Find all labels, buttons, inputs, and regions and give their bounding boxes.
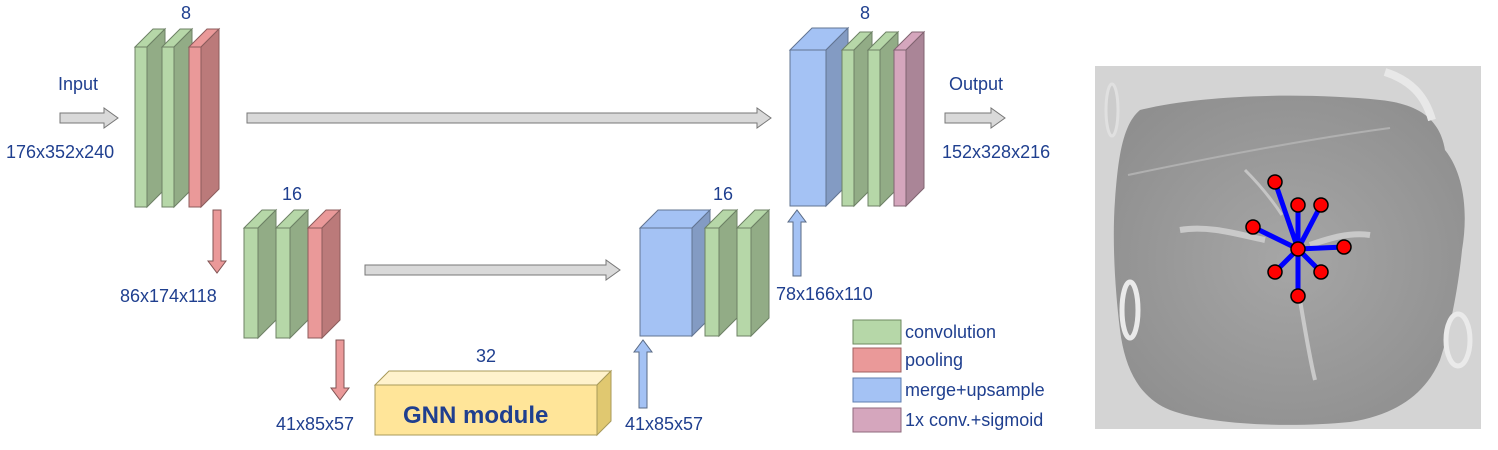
legend-swatch-sigmoid bbox=[852, 407, 902, 433]
skip-arrow-level2 bbox=[364, 259, 621, 281]
down1-size-label: 86x174x118 bbox=[120, 286, 217, 306]
fissure-line bbox=[1127, 127, 1391, 176]
enc1-pool-side bbox=[200, 27, 220, 209]
legend-swatch-pooling bbox=[852, 347, 902, 373]
dec1-merge bbox=[788, 26, 850, 208]
input-size-label: 176x352x240 bbox=[6, 142, 114, 162]
skip-arrow-level1 bbox=[246, 107, 772, 129]
rib-left bbox=[1119, 279, 1141, 341]
enc2-channels-label: 16 bbox=[282, 184, 302, 204]
graph-node bbox=[1336, 239, 1352, 255]
dec2-conv-2 bbox=[735, 208, 771, 338]
graph-node bbox=[1267, 264, 1283, 280]
down-arrow-1 bbox=[207, 209, 227, 274]
enc2-conv-1-side bbox=[257, 208, 277, 340]
graph-edge bbox=[1295, 203, 1324, 251]
ct-scan-image bbox=[1095, 66, 1481, 429]
dec1-sigmoid-side bbox=[905, 30, 925, 208]
vessel-1 bbox=[1179, 225, 1266, 243]
gnn-channels-label: 32 bbox=[476, 346, 496, 366]
dec1-channels-label: 8 bbox=[860, 3, 870, 23]
graph-overlay bbox=[1245, 174, 1352, 304]
graph-node bbox=[1313, 264, 1329, 280]
enc2-pool bbox=[306, 208, 342, 340]
dec2-conv-2-side bbox=[750, 208, 770, 338]
dec2-conv-2-front bbox=[736, 227, 752, 337]
up1-size-label: 41x85x57 bbox=[625, 414, 703, 434]
output-size-label: 152x328x216 bbox=[942, 142, 1050, 162]
enc1-conv-1 bbox=[133, 27, 167, 209]
up-arrow-2 bbox=[787, 209, 807, 277]
enc2-pool-front bbox=[307, 227, 323, 339]
graph-node bbox=[1313, 197, 1329, 213]
dec2-conv-1-front bbox=[704, 227, 720, 337]
graph-edge bbox=[1251, 224, 1300, 252]
graph-node bbox=[1290, 288, 1306, 304]
legend-label-pooling: pooling bbox=[905, 350, 963, 370]
output-arrow bbox=[944, 107, 1006, 129]
input-label: Input bbox=[58, 74, 98, 94]
dec2-conv-1-side bbox=[718, 208, 738, 338]
input-arrow bbox=[59, 107, 119, 129]
output-label: Output bbox=[949, 74, 1003, 94]
gnn-module-block bbox=[373, 369, 613, 437]
down-arrow-2 bbox=[330, 339, 350, 401]
graph-center-node bbox=[1290, 241, 1306, 257]
enc2-conv-1-front bbox=[243, 227, 259, 339]
gnn-front bbox=[374, 384, 598, 436]
vessel-2 bbox=[1309, 231, 1371, 248]
enc1-conv-2-front bbox=[161, 46, 175, 208]
dec2-conv-1 bbox=[703, 208, 739, 338]
blocks-layer bbox=[133, 26, 926, 340]
enc2-conv-2-front bbox=[275, 227, 291, 339]
legend-swatch-merge-upsample bbox=[852, 377, 902, 403]
enc1-pool-front bbox=[188, 46, 202, 208]
graph-node bbox=[1267, 174, 1283, 190]
legend-label-sigmoid: 1x conv.+sigmoid bbox=[905, 410, 1043, 430]
graph-edge bbox=[1272, 181, 1301, 250]
dec1-conv-2-front bbox=[867, 49, 881, 207]
dec2-merge-front bbox=[639, 227, 693, 337]
dec1-sigmoid-front bbox=[893, 49, 907, 207]
legend: convolution pooling merge+upsample 1x co… bbox=[852, 319, 1045, 433]
dec1-sigmoid bbox=[892, 30, 926, 208]
dec1-merge-front bbox=[789, 49, 827, 207]
graph-node bbox=[1290, 197, 1306, 213]
vessel-4 bbox=[1243, 168, 1284, 216]
down2-size-label: 41x85x57 bbox=[276, 414, 354, 434]
enc2-pool-side bbox=[321, 208, 341, 340]
legend-label-convolution: convolution bbox=[905, 322, 996, 342]
enc1-conv-1-front bbox=[134, 46, 148, 208]
enc2-conv-2 bbox=[274, 208, 310, 340]
dec2-channels-label: 16 bbox=[713, 184, 733, 204]
dec1-conv-1-front bbox=[841, 49, 855, 207]
vessel-3 bbox=[1298, 299, 1317, 381]
enc1-pool bbox=[187, 27, 221, 209]
dec2-merge bbox=[638, 208, 712, 338]
legend-swatch-convolution bbox=[852, 319, 902, 345]
enc1-channels-label: 8 bbox=[181, 3, 191, 23]
rib-left-upper bbox=[1104, 82, 1120, 138]
up-arrow-1 bbox=[633, 339, 653, 409]
gnn-top bbox=[373, 370, 613, 386]
enc1-conv-2 bbox=[160, 27, 194, 209]
graph-node bbox=[1245, 219, 1261, 235]
rib-right-lower bbox=[1443, 311, 1473, 369]
enc2-conv-2-side bbox=[289, 208, 309, 340]
rib-right bbox=[1383, 68, 1436, 122]
legend-label-merge-upsample: merge+upsample bbox=[905, 380, 1045, 400]
arrows-layer bbox=[59, 107, 1006, 409]
up2-size-label: 78x166x110 bbox=[776, 284, 873, 304]
enc2-conv-1 bbox=[242, 208, 278, 340]
gnn-module-label: GNN module bbox=[403, 402, 548, 429]
